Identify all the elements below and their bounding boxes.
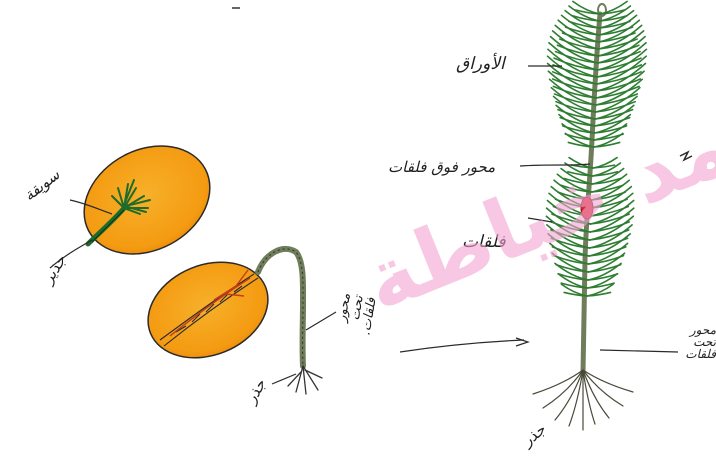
seed-seedling xyxy=(134,245,322,394)
label-epicotyl: محور فوق فلقات xyxy=(388,160,495,175)
label-hypocotyl-seedling: محور تحت فلقات. xyxy=(333,292,378,338)
label-hypocotyl-plant: محور تحت فلقات xyxy=(672,324,716,360)
seed-embryo xyxy=(65,125,228,275)
label-leaves: الأوراق xyxy=(456,56,505,73)
